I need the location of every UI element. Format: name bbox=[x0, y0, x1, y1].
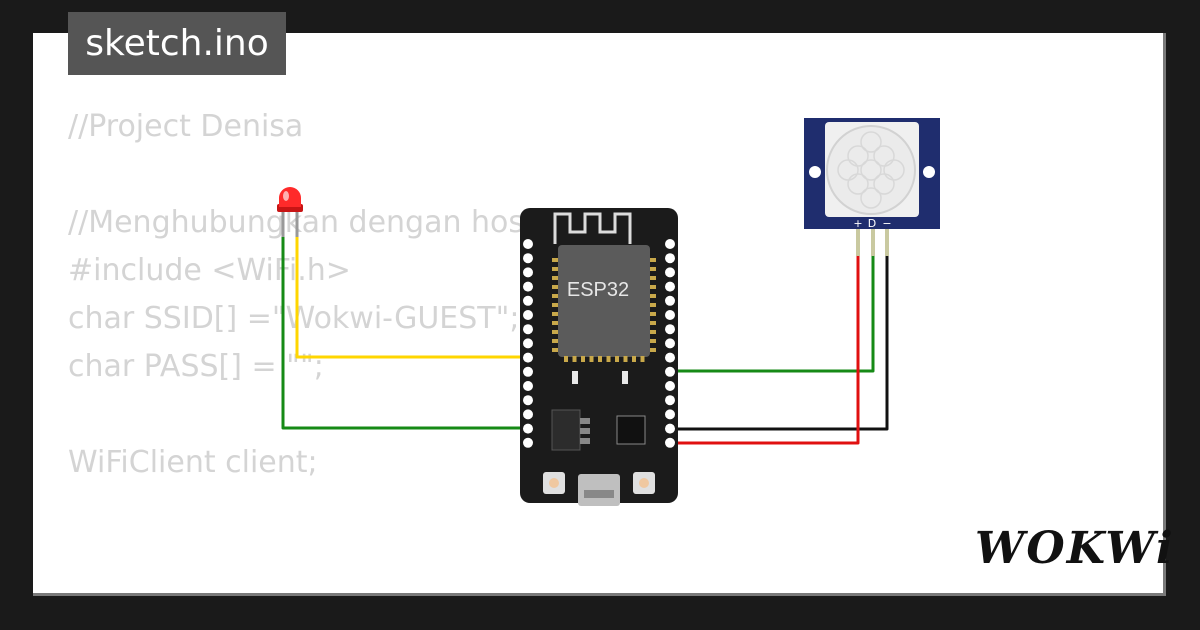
chip-pin bbox=[650, 258, 656, 262]
header-pin[interactable] bbox=[665, 437, 675, 448]
code-line: char PASS[] = ""; bbox=[68, 349, 324, 384]
header-pin[interactable] bbox=[523, 352, 533, 363]
pir-sensor-icon[interactable]: + D − bbox=[804, 118, 940, 256]
header-pin[interactable] bbox=[665, 395, 675, 406]
chip-pin bbox=[650, 348, 656, 352]
chip-pin bbox=[552, 330, 558, 334]
header-pin[interactable] bbox=[523, 423, 533, 434]
chip-pin bbox=[552, 267, 558, 271]
pir-pin-data: D bbox=[868, 217, 876, 230]
chip-pin bbox=[650, 339, 656, 343]
chip-pins bbox=[552, 258, 656, 362]
chip-pin bbox=[552, 348, 558, 352]
header-pin[interactable] bbox=[523, 437, 533, 448]
code-line: //Project Denisa bbox=[68, 109, 304, 144]
led-icon[interactable] bbox=[277, 187, 303, 237]
header-pin[interactable] bbox=[665, 324, 675, 335]
pir-pin-vcc: + bbox=[853, 217, 862, 230]
chip-pin bbox=[552, 321, 558, 325]
code-line: char SSID[] ="Wokwi-GUEST"; bbox=[68, 301, 520, 336]
header-pin[interactable] bbox=[523, 409, 533, 420]
chip-pin bbox=[650, 267, 656, 271]
chip-pin bbox=[640, 356, 645, 362]
wokwi-logo: WOKWi bbox=[975, 523, 1175, 574]
code-line: #include <WiFi.h> bbox=[68, 253, 351, 288]
header-right-pins bbox=[665, 239, 675, 448]
chip-pin bbox=[623, 356, 628, 362]
chip-pin bbox=[564, 356, 568, 362]
chip-pin bbox=[552, 312, 558, 316]
chip-pin bbox=[552, 276, 558, 280]
code-preview: //Project Denisa //Menghubungkan dengan … bbox=[68, 103, 536, 593]
header-pin[interactable] bbox=[665, 423, 675, 434]
header-pin[interactable] bbox=[665, 352, 675, 363]
header-pin[interactable] bbox=[665, 281, 675, 292]
esp32-board-icon[interactable]: ESP32 bbox=[520, 208, 678, 506]
chip-pin bbox=[615, 356, 619, 362]
header-pin[interactable] bbox=[665, 338, 675, 349]
chip-pin bbox=[552, 258, 558, 262]
header-pin[interactable] bbox=[523, 366, 533, 377]
wire-yellow[interactable] bbox=[295, 235, 527, 359]
wire-green-led[interactable] bbox=[281, 235, 527, 430]
header-left-pins bbox=[523, 239, 533, 448]
chip-pin bbox=[552, 294, 558, 298]
header-pin[interactable] bbox=[523, 338, 533, 349]
header-pin[interactable] bbox=[665, 267, 675, 278]
chip-pin bbox=[632, 356, 636, 362]
wire-red[interactable] bbox=[671, 255, 860, 445]
chip-pin bbox=[552, 303, 558, 307]
header-pin[interactable] bbox=[665, 295, 675, 306]
header-pin[interactable] bbox=[523, 267, 533, 278]
header-pin[interactable] bbox=[523, 239, 533, 249]
header-pin[interactable] bbox=[665, 310, 675, 320]
header-pin[interactable] bbox=[665, 381, 675, 391]
chip-pin bbox=[650, 276, 656, 280]
chip-pin bbox=[598, 356, 602, 362]
code-line: // ... ... ... bbox=[68, 583, 536, 593]
header-pin[interactable] bbox=[523, 310, 533, 320]
header-pin[interactable] bbox=[523, 253, 533, 264]
chip-pin bbox=[650, 321, 656, 325]
chip-pin bbox=[650, 285, 656, 289]
chip-pin bbox=[572, 356, 577, 362]
header-pin[interactable] bbox=[665, 366, 675, 377]
chip-pin bbox=[589, 356, 594, 362]
header-pin[interactable] bbox=[523, 281, 533, 292]
chip-pin bbox=[650, 330, 656, 334]
wire-black[interactable] bbox=[671, 255, 889, 431]
code-line: //Menghubungkan dengan host bbox=[68, 205, 536, 240]
header-pin[interactable] bbox=[523, 295, 533, 306]
header-pin[interactable] bbox=[665, 239, 675, 249]
chip-pin bbox=[552, 339, 558, 343]
chip-pin bbox=[552, 285, 558, 289]
esp32-label: ESP32 bbox=[567, 279, 629, 301]
chip-pin bbox=[650, 312, 656, 316]
wires bbox=[281, 235, 889, 445]
header-pin[interactable] bbox=[665, 409, 675, 420]
code-line: WiFiClient client; bbox=[68, 445, 318, 480]
pir-pin-gnd: − bbox=[882, 217, 891, 230]
chip-pin bbox=[606, 356, 611, 362]
header-pin[interactable] bbox=[523, 324, 533, 335]
header-pin[interactable] bbox=[523, 395, 533, 406]
chip-pin bbox=[650, 303, 656, 307]
chip-pin bbox=[650, 294, 656, 298]
header-pin[interactable] bbox=[665, 253, 675, 264]
file-tab[interactable]: sketch.ino bbox=[68, 12, 286, 75]
header-pin[interactable] bbox=[523, 381, 533, 391]
chip-pin bbox=[581, 356, 585, 362]
